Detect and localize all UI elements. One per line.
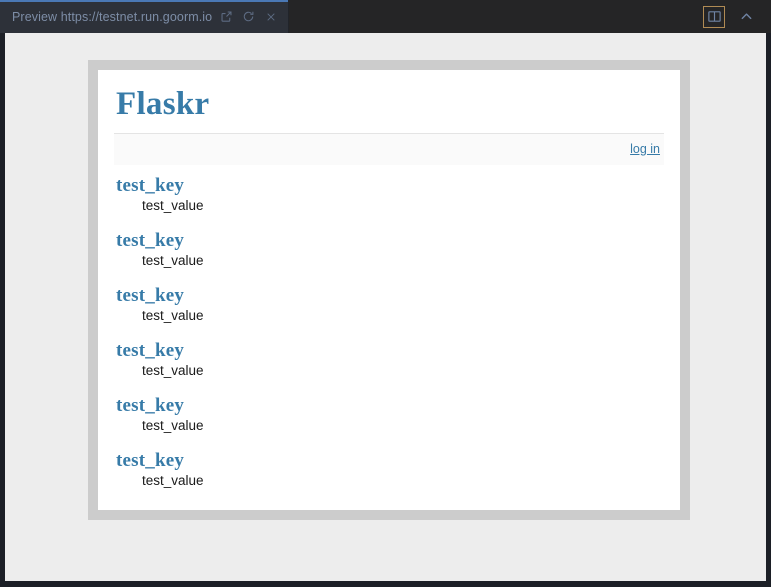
flaskr-page: Flaskr log in test_key test_value test_k… — [88, 60, 690, 520]
login-link[interactable]: log in — [630, 142, 660, 156]
entry-key: test_key — [116, 175, 185, 196]
list-item: test_key test_value — [114, 175, 664, 213]
tab-preview[interactable]: Preview https://testnet.run.goorm.io — [0, 0, 290, 33]
entry-value: test_value — [142, 253, 204, 268]
entry-value: test_value — [142, 198, 204, 213]
close-icon[interactable] — [263, 9, 278, 24]
reload-icon[interactable] — [241, 9, 256, 24]
list-item: test_key test_value — [114, 395, 664, 433]
entry-key: test_key — [116, 395, 185, 416]
list-item: test_key test_value — [114, 450, 664, 488]
list-item: test_key test_value — [114, 285, 664, 323]
entry-value: test_value — [142, 473, 204, 488]
entry-key: test_key — [116, 450, 185, 471]
page-title: Flaskr — [116, 86, 210, 122]
entry-value: test_value — [142, 363, 204, 378]
site-nav: log in — [114, 133, 664, 165]
tab-strip-spacer — [289, 0, 705, 33]
entry-list: test_key test_value test_key test_value … — [114, 165, 664, 488]
tab-preview-label: Preview https://testnet.run.goorm.io — [12, 9, 213, 24]
tab-strip-actions — [703, 0, 771, 33]
preview-tab-strip: Preview https://testnet.run.goorm.io — [0, 0, 771, 33]
entry-key: test_key — [116, 340, 185, 361]
preview-viewport: Flaskr log in test_key test_value test_k… — [0, 33, 771, 587]
entry-key: test_key — [116, 285, 185, 306]
entry-value: test_value — [142, 308, 204, 323]
list-item: test_key test_value — [114, 230, 664, 268]
list-item: test_key test_value — [114, 340, 664, 378]
entry-key: test_key — [116, 230, 185, 251]
split-view-icon[interactable] — [703, 5, 725, 28]
flaskr-page-inner: Flaskr log in test_key test_value test_k… — [98, 70, 680, 488]
entry-value: test_value — [142, 418, 204, 433]
external-link-icon[interactable] — [219, 9, 234, 24]
chevron-up-icon[interactable] — [737, 8, 755, 26]
